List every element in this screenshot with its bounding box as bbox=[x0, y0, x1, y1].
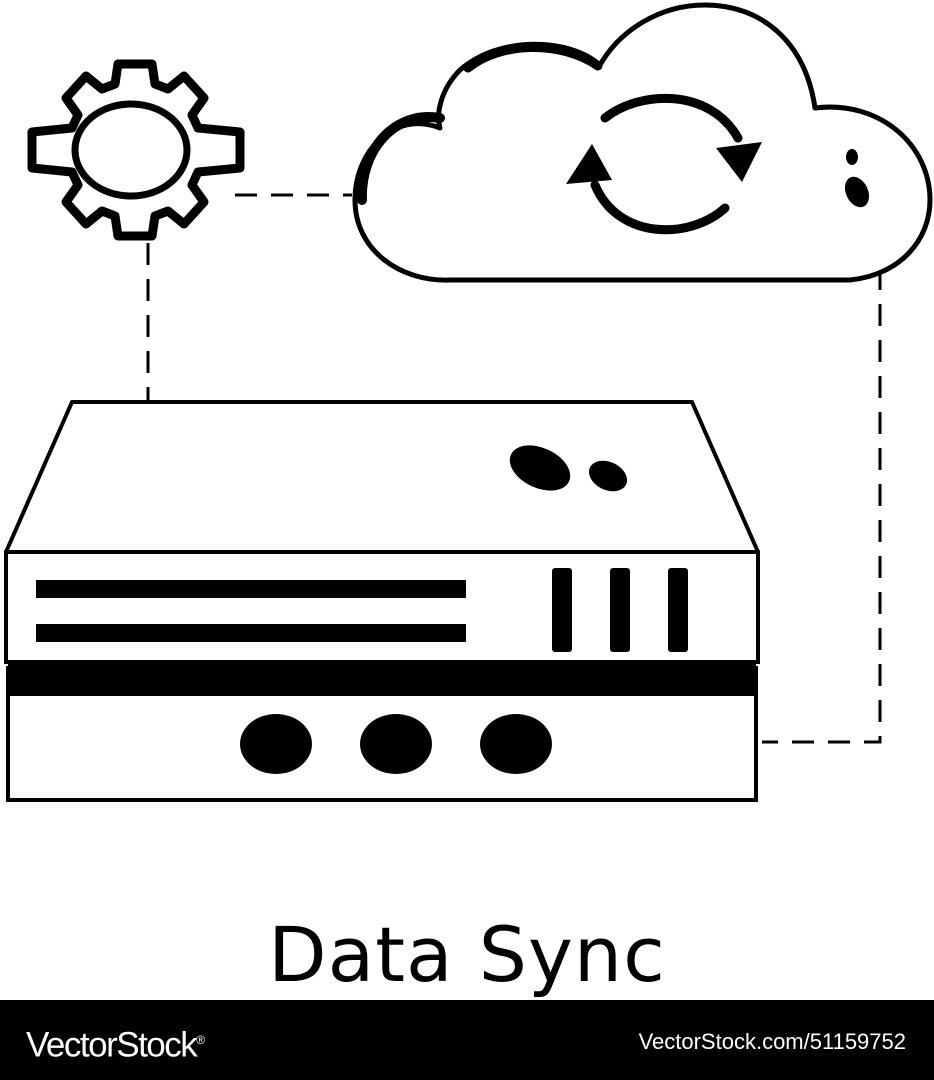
footer-registered-mark: ® bbox=[196, 1033, 206, 1047]
server-icon bbox=[4, 400, 760, 802]
server-upper-front bbox=[4, 550, 760, 664]
server-button-3 bbox=[480, 714, 552, 774]
server-top-surface bbox=[4, 400, 760, 554]
server-top-spot-large bbox=[509, 445, 571, 491]
cloud-icon bbox=[352, 2, 933, 283]
footer-image-url: VectorStock.com/51159752 bbox=[638, 1029, 906, 1054]
dashed-connectors bbox=[146, 193, 882, 744]
cloud-shadow-top bbox=[463, 43, 603, 73]
caption-title: Data Sync bbox=[268, 910, 666, 999]
server-button-2 bbox=[360, 714, 432, 774]
footer-brand-logo: VectorStock® bbox=[26, 1018, 205, 1068]
footer-brand-name: VectorStock bbox=[26, 1025, 198, 1065]
cloud-shadow bbox=[356, 111, 445, 205]
server-bar-3 bbox=[668, 568, 688, 652]
server-lower-band bbox=[8, 662, 756, 696]
footer-bar: VectorStock® VectorStock.com/51159752 bbox=[0, 1000, 934, 1080]
server-bar-2 bbox=[610, 568, 630, 652]
server-slot-1 bbox=[36, 580, 466, 598]
gear-hub bbox=[71, 100, 191, 200]
data-sync-illustration bbox=[4, 2, 933, 802]
server-button-1 bbox=[240, 714, 312, 774]
gear-icon bbox=[27, 59, 245, 241]
server-bar-1 bbox=[552, 568, 572, 652]
server-top-spot-small bbox=[588, 460, 628, 492]
cloud-highlight-dot bbox=[846, 149, 858, 165]
server-slot-2 bbox=[36, 624, 466, 642]
cloud-server-connector bbox=[762, 268, 882, 744]
sync-arrows-icon bbox=[566, 93, 762, 235]
cloud-highlight-drop bbox=[844, 176, 870, 208]
